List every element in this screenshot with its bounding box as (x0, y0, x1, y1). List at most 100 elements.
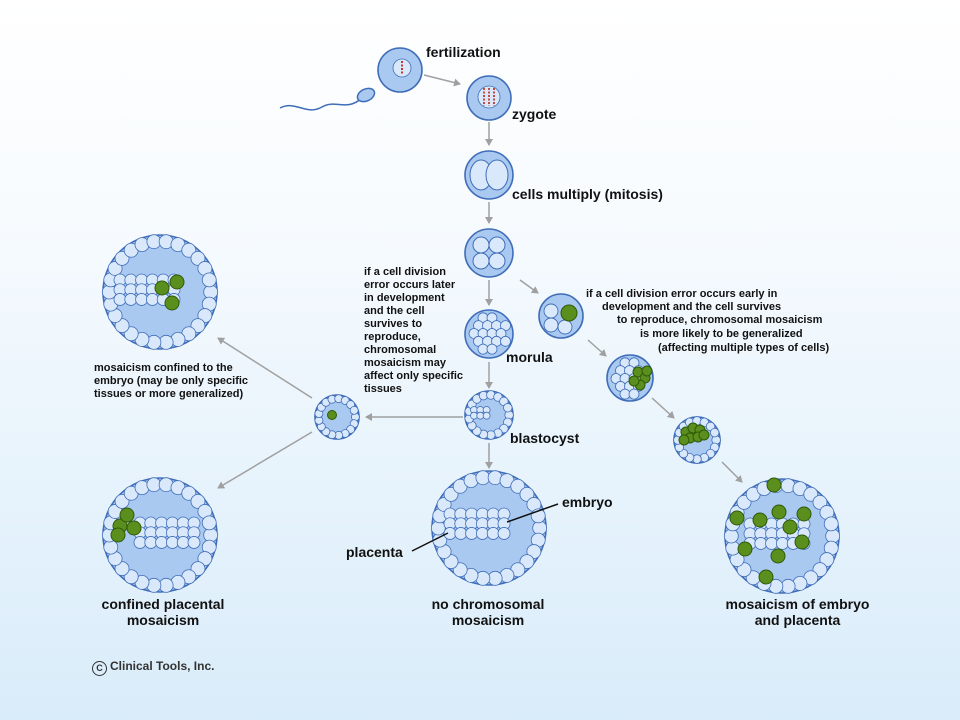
outcome-both: mosaicism of embryo and placenta (725, 596, 870, 628)
arrow-lateError-placenta (217, 431, 313, 489)
blastocyst-inner-mass (470, 406, 491, 420)
four-cell-blastomere-2 (472, 252, 490, 270)
label-fertilization: fertilization (426, 44, 501, 60)
embryo-confined-ring-cell (114, 318, 130, 334)
placental-inner-mass-cell (155, 536, 169, 549)
no-mosaic-inner-mass (443, 507, 511, 540)
early-error-note-line-5: (affecting multiple types of cells) (658, 342, 830, 354)
blastocyst-ring (464, 390, 514, 440)
morula-cells-cell (477, 343, 489, 355)
blastocyst-inner-mass-cell (482, 411, 491, 420)
placental-inner-mass (133, 516, 201, 549)
arrow-early1-early2 (587, 339, 607, 357)
placental-inner-mass-cell (187, 536, 201, 549)
early-blastocyst-mosaic-cell (698, 429, 710, 441)
blastocyst-ring-cell (503, 403, 513, 413)
label-zygote: zygote (512, 106, 557, 122)
embryo-confined-ring-cell (201, 272, 217, 288)
no-mosaic-inner-mass-cell (475, 527, 489, 540)
sperm-tail (279, 97, 363, 111)
embryo-pointer (506, 503, 559, 523)
morula-cells-cell (500, 335, 511, 347)
embryo-confined-inner-mass-cell (145, 293, 159, 306)
no-mosaic-ring-cell (519, 486, 535, 502)
placental-inner-mass-cell (133, 536, 147, 549)
both-mosaic-ring-cell (823, 516, 839, 532)
placenta-pointer (411, 532, 449, 552)
four-cell-stage (464, 228, 514, 278)
both-mosaic-ring-cell (819, 552, 835, 567)
embryo-confined-inner-mass-cell (113, 293, 127, 306)
embryo-confined-note: mosaicism confined to the embryo (may be… (94, 362, 249, 400)
early-error-mosaic (560, 304, 578, 322)
arrow-lateError-embryo (217, 337, 313, 399)
late-error-ring (314, 394, 360, 440)
late-error-note: if a cell division error occurs later in… (364, 266, 464, 395)
embryo-confined-ring-cell (107, 261, 123, 276)
early-error-blastomere-0 (543, 303, 559, 319)
embryo-confined-inner-mass-cell (124, 293, 138, 306)
label-mitosis: cells multiply (mitosis) (512, 186, 663, 202)
label-embryo: embryo (562, 494, 613, 510)
no-mosaic-inner-mass-cell (454, 527, 468, 540)
outcome-none: no chromosomal mosaicism (431, 596, 545, 628)
placental-inner-mass-cell (176, 536, 190, 549)
early-morula-mosaic (628, 365, 653, 391)
four-cell-blastomere-0 (472, 236, 490, 254)
four-cell-blastomere-3 (488, 252, 506, 270)
both-mosaic-cells-cell (794, 534, 810, 550)
arrow-early2-early3 (651, 397, 675, 419)
early-error-mosaic-cell (560, 304, 578, 322)
early-morula-mosaic-cell (628, 375, 640, 387)
embryo-confined-inner-mass (113, 273, 181, 306)
late-error-ring-cell (349, 405, 359, 415)
arrow-fert-zygote (423, 74, 461, 87)
late-error-mosaic (327, 410, 337, 420)
placental-ring-cell (114, 561, 130, 577)
no-mosaic-inner-mass-cell (465, 527, 479, 540)
early-error-note-line-1: if a cell division error occurs early in (586, 288, 778, 300)
no-mosaic-ring-cell (526, 544, 542, 559)
both-mosaic-cells-cell (752, 512, 768, 528)
both-mosaic-cells-cell (782, 519, 798, 535)
placental-mosaic-cell (119, 507, 135, 523)
arrow-4cell-early-error (519, 279, 539, 294)
both-mosaic-cells-cell (770, 548, 786, 564)
morula-cells-cell (486, 343, 498, 355)
late-error-mosaic-cell (327, 410, 337, 420)
placental-mosaic (110, 507, 142, 543)
embryo-confined-ring-cell (190, 250, 206, 266)
early-error-note-line-4: is more likely to be generalized (640, 328, 803, 340)
no-mosaic-ring (430, 470, 548, 586)
both-mosaic-ring-cell (736, 562, 752, 578)
embryo-confined-mosaic-cell (154, 280, 170, 296)
embryo-confined-inner-mass-cell (135, 293, 149, 306)
embryo-confined-mosaic-cell (164, 295, 180, 311)
sperm-head (356, 87, 376, 103)
early-morula-mosaic-cell (641, 365, 653, 377)
both-mosaic-cells-cell (737, 541, 753, 557)
both-mosaic-inner-mass-cell (765, 537, 778, 550)
placental-ring-cell (197, 551, 213, 566)
placental-mosaic-cell (110, 527, 126, 543)
copyright-icon: C (92, 661, 107, 676)
both-mosaic-cells-cell (758, 569, 774, 585)
label-blastocyst: blastocyst (510, 430, 580, 446)
label-placenta: placenta (346, 544, 403, 560)
early-blastocyst-mosaic (678, 422, 710, 446)
both-mosaic-cells-cell (729, 510, 745, 526)
early-blastocyst-mosaic-cell (678, 434, 690, 446)
both-mosaic-inner-mass-cell (754, 537, 768, 550)
early-morula-cells-cell (628, 388, 640, 400)
early-error-blastomere-1 (543, 317, 559, 333)
four-cell-blastomere-1 (488, 236, 506, 254)
no-mosaic-ring-cell (436, 497, 452, 512)
placental-ring (101, 477, 219, 593)
no-mosaic-inner-mass-cell (486, 527, 500, 540)
placental-ring-cell (201, 515, 217, 531)
placental-inner-mass-cell (144, 536, 158, 549)
no-mosaic-ring-cell (443, 554, 459, 570)
